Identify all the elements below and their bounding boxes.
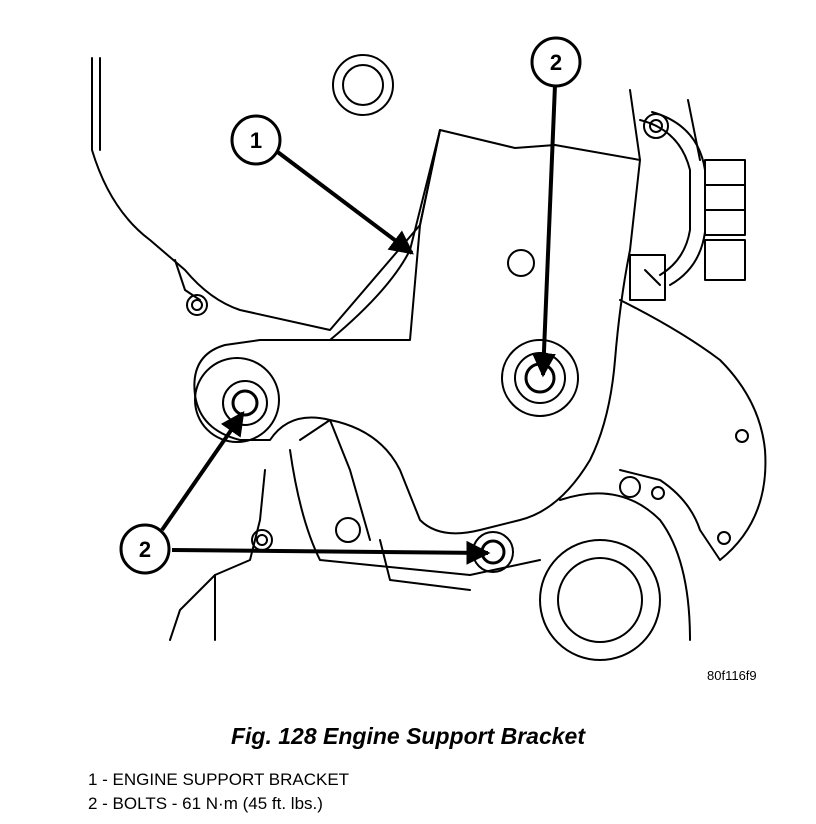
legend-item: 2 - BOLTS - 61 N·m (45 ft. lbs.): [88, 794, 323, 813]
connector: [704, 159, 746, 236]
callout-2-top-leader: [531, 84, 557, 378]
callout-2-left: 2: [119, 523, 171, 575]
bracket-hole: [507, 249, 535, 277]
engine-support-bracket-illustration: 1 2 2: [91, 36, 767, 661]
hose: [639, 119, 691, 276]
figure-legend: 1 - ENGINE SUPPORT BRACKET 2 - BOLTS - 6…: [88, 768, 349, 816]
callout-2-left-leader: [160, 411, 245, 532]
figure-reference-code: 80f116f9: [707, 668, 757, 683]
right-bolt-boss: [501, 339, 579, 417]
pulley: [559, 492, 691, 641]
svg-text:2: 2: [139, 537, 151, 562]
engine-block-outline: [91, 57, 441, 331]
support-bracket-body: [193, 129, 641, 535]
callout-1: 1: [230, 114, 282, 166]
lower-stud: [335, 517, 361, 543]
callout-2-top: 2: [530, 36, 582, 88]
svg-text:1: 1: [250, 128, 262, 153]
callout-2-bottom-leader: [171, 540, 491, 565]
legend-item: 1 - ENGINE SUPPORT BRACKET: [88, 770, 350, 789]
figure-caption: Fig. 128 Engine Support Bracket: [230, 723, 586, 749]
svg-text:2: 2: [550, 50, 562, 75]
lower-housing: [169, 469, 266, 641]
engine-boss: [332, 54, 394, 116]
right-component: [619, 299, 767, 561]
callout-1-leader: [273, 148, 414, 255]
engine-stud: [186, 294, 208, 316]
left-bolt-boss: [194, 357, 280, 443]
